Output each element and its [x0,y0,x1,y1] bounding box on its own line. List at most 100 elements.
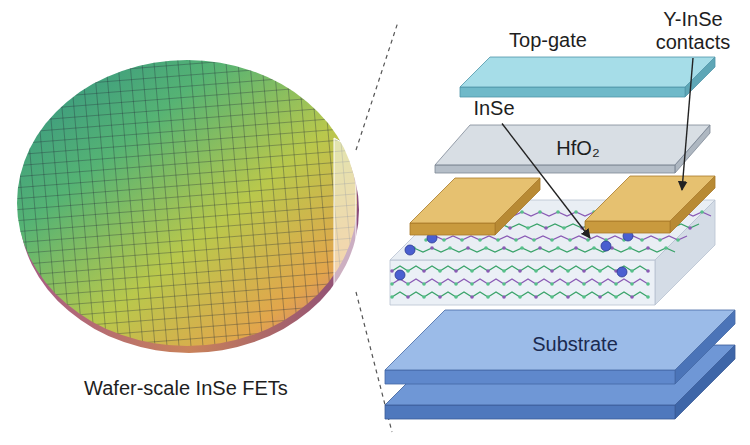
layer-name-box: HfO₂ [556,137,599,160]
atom [422,295,426,299]
atom [390,295,394,299]
atom [538,246,542,250]
grid-line [0,324,380,354]
slab-top [435,125,710,165]
grid-line [0,40,14,380]
contact-right [585,176,715,233]
lattice-line [426,236,687,240]
atom [486,295,490,299]
grid-line [332,40,362,380]
atom [566,269,570,273]
grid-line [0,423,380,445]
grid-line [56,40,86,380]
grid-line [32,40,62,380]
grid-line [0,434,380,445]
slab-top [410,178,540,223]
slab-front [385,370,675,384]
slab-top [585,176,715,221]
atom [454,269,458,273]
atom [422,269,426,273]
atom [700,210,704,214]
slab-front [585,221,670,233]
atom [470,282,474,286]
atom [614,282,618,286]
atom [406,269,410,273]
grid-line [44,40,74,380]
top-gate [460,57,715,97]
zoom-line [356,22,398,150]
atom [544,226,548,230]
atom [582,295,586,299]
grid-line [0,5,380,35]
atom [470,295,474,299]
atom [598,282,602,286]
grid-line [0,0,380,13]
atom [658,238,662,242]
atom [630,282,634,286]
atom [496,238,500,242]
atom [566,295,570,299]
grid-line [20,40,50,380]
grid-line [116,40,146,380]
atom [550,282,554,286]
atom [438,282,442,286]
slab-front [460,87,685,97]
atom [438,295,442,299]
atom [520,246,524,250]
slab-front [385,405,675,419]
atom [486,269,490,273]
atom [664,246,668,250]
atom [442,238,446,242]
atom [466,246,470,250]
atom [582,269,586,273]
slab-front [390,260,655,305]
atom [454,282,458,286]
device-stack [385,57,735,419]
yttrium-atom [405,245,415,255]
atom [448,246,452,250]
atom [688,226,692,230]
atom [550,295,554,299]
atom [598,269,602,273]
atom [406,282,410,286]
atom [646,269,650,273]
atom [422,282,426,286]
atom [646,295,650,299]
grid-line [8,40,38,380]
grid-line [0,401,380,431]
layer-name: HfO₂ [556,137,599,160]
grid-line [0,0,380,24]
atom [508,226,512,230]
atom [646,246,650,250]
grid-line [0,412,380,442]
atom [526,226,530,230]
caption-label: Wafer-scale InSe FETs [84,377,288,400]
atom [586,238,590,242]
grid-line [0,16,380,46]
atom [502,246,506,250]
atom [566,282,570,286]
atom [630,295,634,299]
atom [550,238,554,242]
atom [534,269,538,273]
atom [502,282,506,286]
atom [646,282,650,286]
layer-name-box: Top-gate [509,29,587,52]
yttrium-atom [601,241,611,251]
atom [640,238,644,242]
atom [520,210,524,214]
grid-line [260,40,290,380]
layer-name: Top-gate [509,29,587,52]
atom [574,210,578,214]
grid-line [200,40,230,380]
grid-line [392,40,422,380]
atom [486,282,490,286]
atom [550,269,554,273]
slab-top [460,57,715,87]
grid-line [224,40,254,380]
atom [502,269,506,273]
atom [676,238,680,242]
slab-front [410,223,495,235]
atom [470,269,474,273]
